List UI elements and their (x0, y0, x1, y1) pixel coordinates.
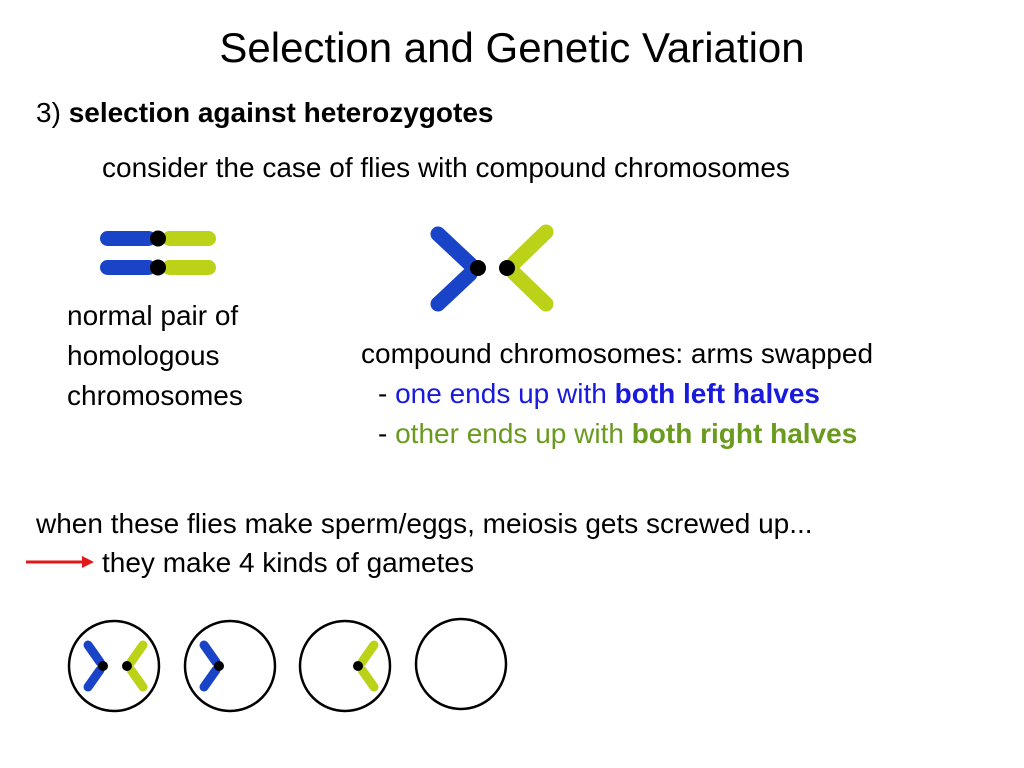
right-line-text: other ends up with (395, 418, 624, 449)
compound-chromosome-pair-icon (430, 224, 554, 312)
gametes-row (67, 617, 508, 713)
blue-arm (100, 260, 156, 275)
gamete-left-halves-icon (183, 619, 277, 713)
consider-text: consider the case of flies with compound… (102, 152, 790, 183)
gamete-right-halves-icon (298, 619, 392, 713)
normal-label-line-1: normal pair of (67, 300, 239, 331)
normal-chromosome-pair-icon (100, 230, 216, 276)
left-line-bold: both left halves (614, 378, 820, 409)
heading-bold-text: selection against heterozygotes (68, 97, 494, 128)
gamete-empty-icon (414, 617, 508, 711)
normal-pair-label: normal pair of homologous chromosomes (67, 296, 327, 416)
left-halves-line: - one ends up with both left halves (361, 374, 873, 414)
meiosis-text: when these flies make sperm/eggs, meiosi… (36, 508, 813, 539)
arrow-head (82, 556, 94, 568)
green-arm-upper (506, 224, 554, 271)
green-arm (162, 260, 216, 275)
red-arrow-icon (26, 556, 94, 568)
left-line-text: one ends up with (395, 378, 607, 409)
green-arm (162, 231, 216, 246)
green-arm-lower (506, 265, 554, 312)
centromere-right (499, 260, 515, 276)
gametes-text: they make 4 kinds of gametes (102, 547, 474, 578)
gamete-outline (414, 617, 508, 711)
blue-arm-upper (430, 226, 478, 272)
compound-title: compound chromosomes: arms swapped (361, 338, 874, 369)
compound-description: compound chromosomes: arms swapped - one… (361, 334, 873, 454)
centromere (150, 230, 166, 247)
left-line-prefix: - (378, 378, 388, 409)
blue-arm-lower (430, 266, 478, 312)
centromere (150, 259, 166, 276)
compound-arms (430, 224, 554, 312)
slide-title: Selection and Genetic Variation (219, 24, 805, 71)
section-heading: 3) selection against heterozygotes (36, 95, 493, 131)
gamete-both-icon (67, 619, 161, 713)
gamete-outline (67, 619, 161, 713)
centromere-left (470, 260, 486, 276)
normal-pair-top (100, 230, 216, 247)
normal-label-line-3: chromosomes (67, 380, 243, 411)
normal-pair-bottom (100, 259, 216, 276)
right-line-bold: both right halves (631, 418, 858, 449)
right-line-prefix: - (378, 418, 388, 449)
blue-arm (100, 231, 156, 246)
gamete-outline (298, 619, 392, 713)
right-halves-line: - other ends up with both right halves (361, 414, 873, 454)
heading-number: 3) (36, 97, 61, 128)
gamete-outline (183, 619, 277, 713)
normal-label-line-2: homologous (67, 340, 220, 371)
